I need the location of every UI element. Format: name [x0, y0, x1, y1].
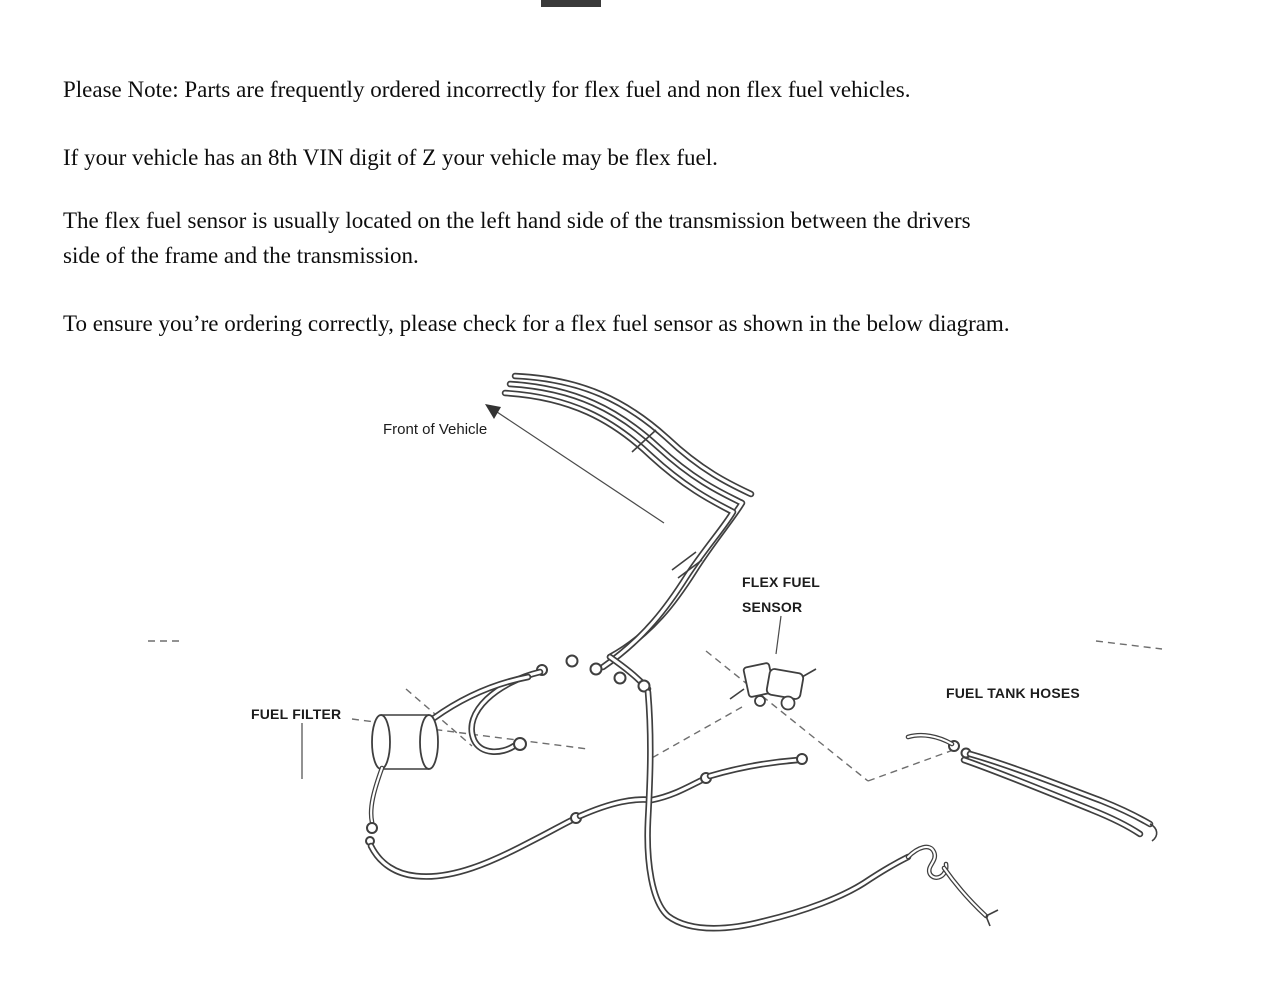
note-paragraph-1: Please Note: Parts are frequently ordere…	[63, 77, 911, 102]
note-paragraph-3-line-2: side of the frame and the transmission.	[63, 243, 419, 268]
lower-fuel-line-loop	[644, 688, 999, 932]
fuel-tank-hoses-part	[905, 732, 1158, 842]
flex-fuel-sensor-label-line-1: FLEX FUEL	[742, 574, 821, 590]
flex-fuel-sensor-part	[729, 615, 817, 711]
fuel-filter-label: FUEL FILTER	[251, 706, 342, 722]
filter-to-line-hose	[430, 673, 532, 722]
filter-outlet-line	[365, 753, 808, 880]
front-of-vehicle-label: Front of Vehicle	[383, 421, 488, 438]
fuel-filter-part	[301, 714, 439, 779]
note-paragraph-3-line-1: The flex fuel sensor is usually located …	[63, 208, 971, 233]
note-paragraph-3: The flex fuel sensor is usually located …	[63, 203, 971, 273]
main-fuel-line-bundle	[501, 372, 755, 693]
flex-fuel-sensor-label: FLEX FUEL SENSOR	[742, 570, 820, 620]
note-paragraph-4: To ensure you’re ordering correctly, ple…	[63, 311, 1010, 336]
fuel-line-connectors	[536, 654, 651, 693]
flex-fuel-sensor-label-line-2: SENSOR	[742, 599, 803, 615]
front-of-vehicle-arrow	[485, 404, 665, 524]
fuel-tank-hoses-label: FUEL TANK HOSES	[946, 685, 1080, 701]
note-paragraph-2: If your vehicle has an 8th VIN digit of …	[63, 145, 718, 170]
top-crop-artifact	[541, 0, 601, 7]
